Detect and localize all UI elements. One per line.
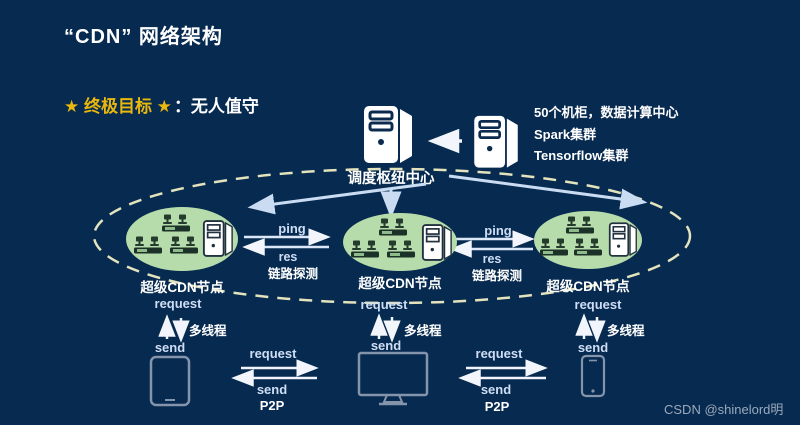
cdn-node <box>343 213 457 271</box>
send-label: send <box>577 340 609 355</box>
res-label: res <box>482 252 502 266</box>
link-probe-label: 链路探测 <box>267 267 318 281</box>
request-label: request <box>249 346 297 361</box>
p2p-label: P2P <box>484 399 510 414</box>
send-label: send <box>256 382 288 397</box>
goal-stars-label: ★ 终极目标 ★ <box>64 97 172 116</box>
datacenter-info: 50个机柜，数据计算中心 Spark集群 Tensorflow集群 <box>534 102 678 167</box>
ping-res-arrows-left <box>242 228 331 256</box>
ping-label: ping <box>278 221 306 236</box>
hub-server-icon <box>364 106 412 163</box>
ping-label: ping <box>484 223 512 238</box>
page-title: “CDN” 网络架构 <box>64 26 223 48</box>
camera-cluster-icon <box>351 240 379 258</box>
camera-cluster-icon <box>566 216 594 234</box>
ping-res-arrows-right <box>449 230 535 258</box>
multithread-label: 多线程 <box>607 324 645 338</box>
hub-label: 调度枢纽中心 <box>347 171 435 187</box>
res-label: res <box>278 250 298 264</box>
node-label: 超级CDN节点 <box>140 280 224 295</box>
node-label: 超级CDN节点 <box>546 279 630 294</box>
smartphone-icon <box>580 354 606 398</box>
node-server-icon <box>608 222 637 257</box>
send-label: send <box>154 340 186 355</box>
camera-cluster-icon <box>162 214 190 232</box>
camera-cluster-icon <box>134 236 162 254</box>
send-label: send <box>370 338 402 353</box>
link-probe-label: 链路探测 <box>471 269 522 283</box>
request-label: request <box>475 346 523 361</box>
multithread-label: 多线程 <box>189 324 227 338</box>
goal-value: ：无人值守 <box>173 97 259 116</box>
cdn-cluster-dashed-ellipse <box>92 167 692 305</box>
cdn-node <box>126 207 238 271</box>
datacenter-server-icon <box>474 115 518 168</box>
watermark: CSDN @shinelord明 <box>664 402 784 417</box>
node-server-icon <box>421 224 452 261</box>
camera-cluster-icon <box>170 236 198 254</box>
datacenter-line: Tensorflow集群 <box>534 148 629 163</box>
camera-cluster-icon <box>540 238 568 256</box>
request-label: request <box>154 296 202 311</box>
camera-cluster-icon <box>387 240 415 258</box>
node-server-icon <box>202 220 233 257</box>
p2p-label: P2P <box>259 398 285 413</box>
p2p-arrows <box>231 359 548 387</box>
cdn-node <box>534 211 642 269</box>
datacenter-line: 50个机柜，数据计算中心 <box>534 105 679 120</box>
hub-to-node-arrows <box>247 174 648 219</box>
datacenter-line: Spark集群 <box>534 126 597 142</box>
multithread-updown-arrows <box>158 313 606 343</box>
monitor-icon <box>357 351 429 406</box>
goal-line: ★ 终极目标 ★：无人值守 <box>64 92 259 117</box>
request-label: request <box>360 297 408 312</box>
tablet-icon <box>149 355 191 407</box>
multithread-label: 多线程 <box>404 324 442 338</box>
camera-cluster-icon <box>574 238 602 256</box>
node-label: 超级CDN节点 <box>358 276 442 291</box>
camera-cluster-icon <box>379 218 407 236</box>
request-label: request <box>574 297 622 312</box>
send-label: send <box>480 382 512 397</box>
